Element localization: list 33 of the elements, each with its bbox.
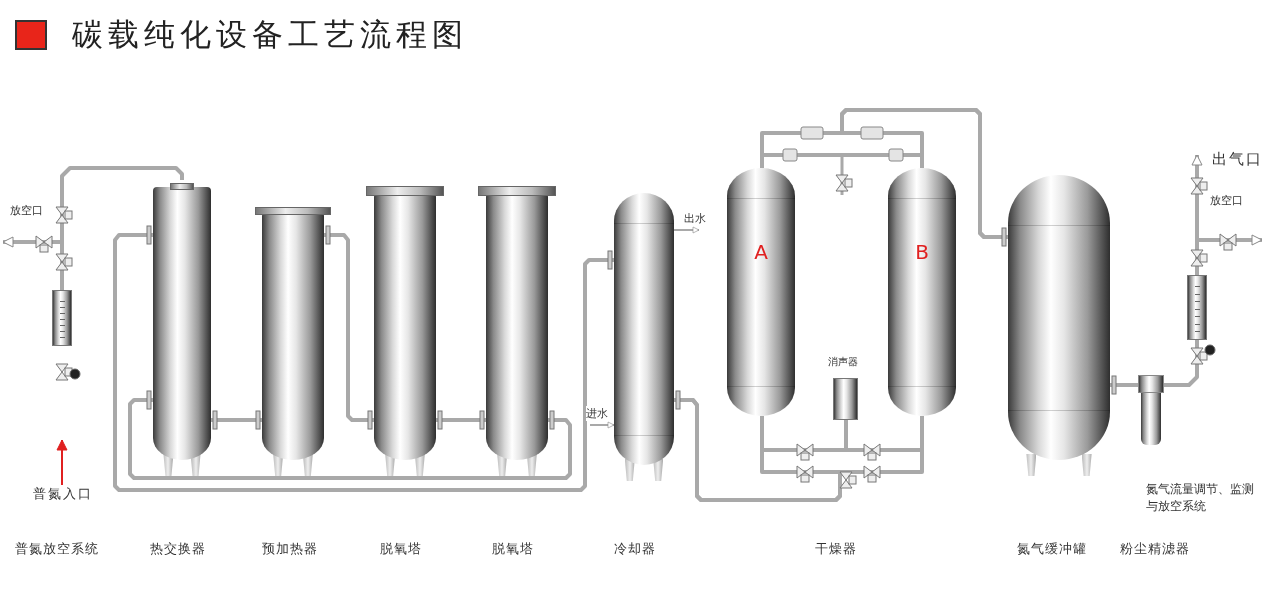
vessel-letter: A bbox=[753, 240, 769, 264]
equipment-caption: 粉尘精滤器 bbox=[1120, 540, 1190, 558]
vessel-letter: B bbox=[914, 240, 930, 264]
edge-label: 放空口 bbox=[1210, 193, 1243, 208]
pipe bbox=[211, 418, 262, 422]
equipment-caption: 脱氧塔 bbox=[492, 540, 534, 558]
edge-label: 出水 bbox=[684, 211, 706, 226]
pipe bbox=[113, 233, 614, 492]
flowmeter bbox=[1187, 275, 1207, 340]
title: 碳载纯化设备工艺流程图 bbox=[72, 15, 468, 54]
system-caption: 氮气流量调节、监测与放空系统 bbox=[1146, 481, 1255, 515]
pipe bbox=[673, 226, 700, 234]
equipment-caption: 脱氧塔 bbox=[380, 540, 422, 558]
equipment-caption: 干燥器 bbox=[815, 540, 857, 558]
equipment-caption: 普氮放空系统 bbox=[15, 540, 99, 558]
pipe bbox=[1110, 383, 1138, 387]
equipment-caption: 预加热器 bbox=[262, 540, 318, 558]
pipe bbox=[760, 153, 924, 168]
equipment-caption: 氮气缓冲罐 bbox=[1017, 540, 1087, 558]
flowmeter bbox=[52, 290, 72, 346]
pipe bbox=[844, 416, 924, 452]
equipment-caption: 热交换器 bbox=[150, 540, 206, 558]
inlet-label: 普氮入口 bbox=[33, 485, 97, 503]
arrow bbox=[56, 439, 68, 486]
outlet-label: 出气口 bbox=[1212, 150, 1264, 170]
pipe bbox=[436, 418, 486, 422]
pipe bbox=[324, 233, 374, 422]
pipe bbox=[589, 421, 615, 429]
edge-label: 放空口 bbox=[10, 203, 43, 218]
equipment-caption: 冷却器 bbox=[614, 540, 656, 558]
pipe bbox=[128, 398, 572, 480]
edge-label: 进水 bbox=[586, 406, 608, 421]
muffler-label: 消声器 bbox=[828, 355, 858, 369]
